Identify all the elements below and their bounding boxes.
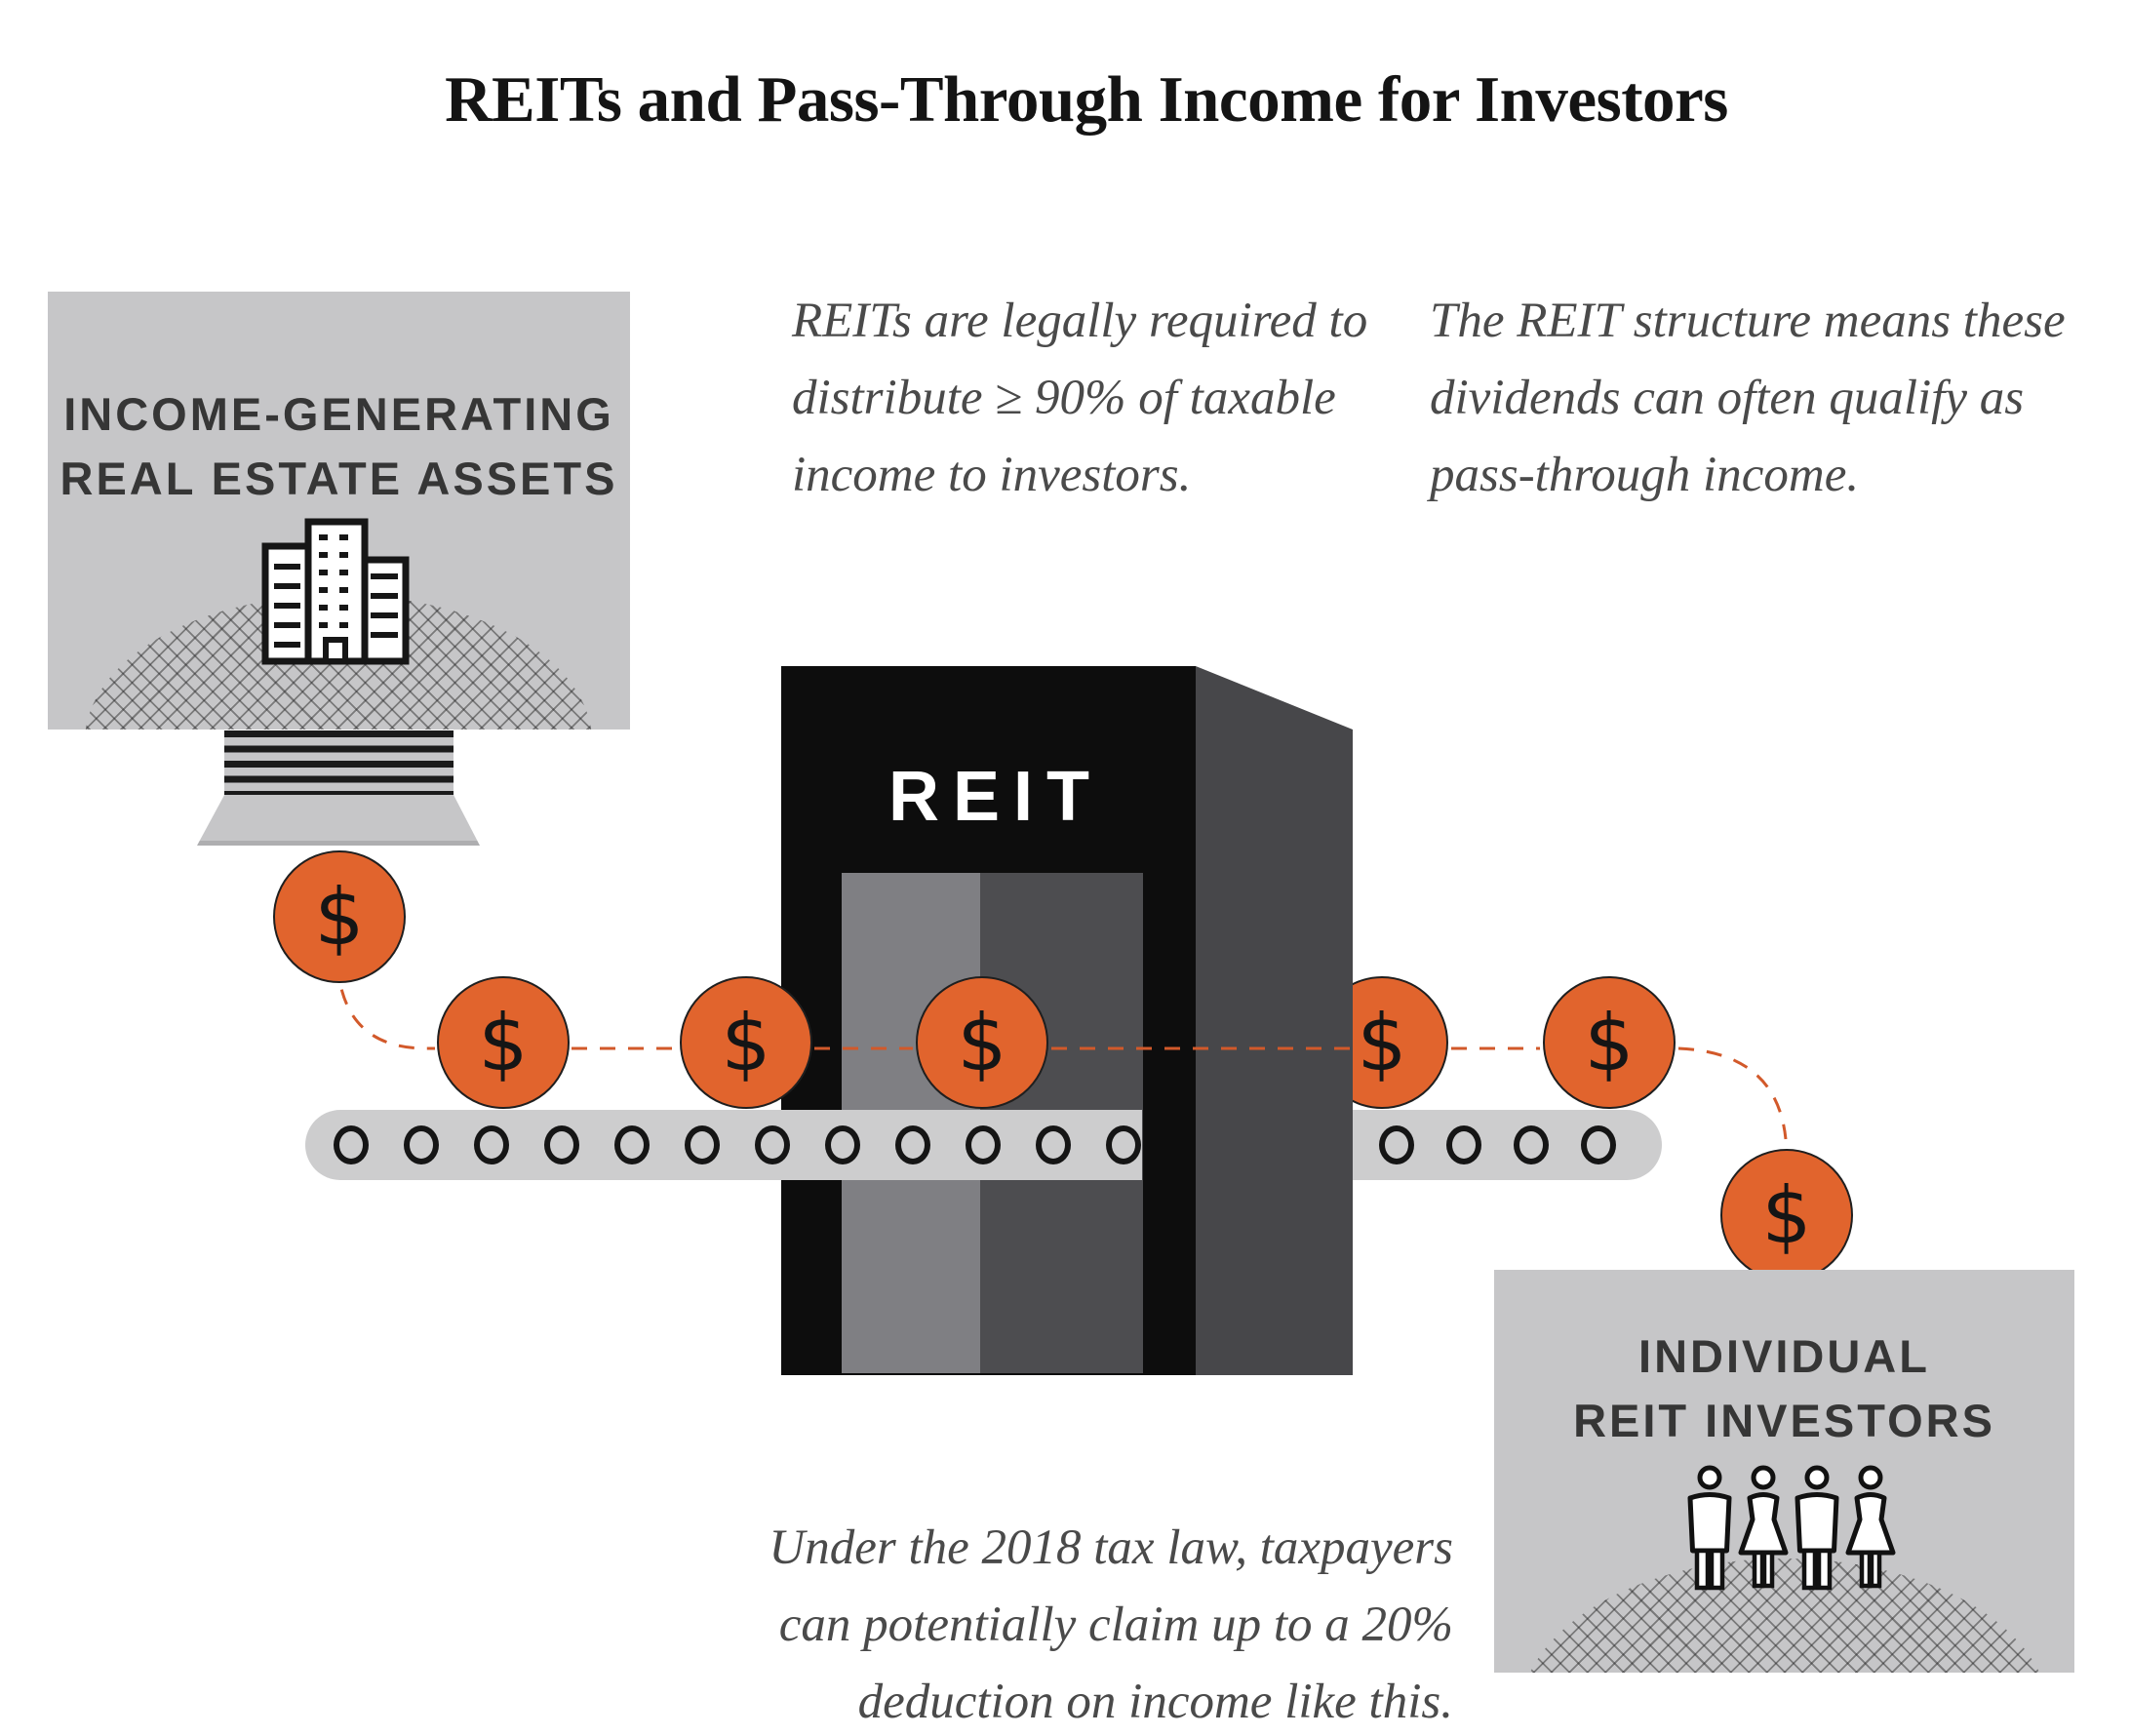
dollar-coin-1: $	[273, 850, 406, 983]
note-deduction: Under the 2018 tax law, taxpayers can po…	[769, 1510, 1453, 1736]
page-title: REITs and Pass-Through Income for Invest…	[445, 63, 1728, 136]
note-distribution-line2: distribute ≥ 90% of taxable	[792, 371, 1336, 425]
assets-box: INCOME-GENERATING REAL ESTATE ASSETS	[48, 292, 630, 730]
conveyor-roller	[685, 1125, 720, 1164]
conveyor-roller	[1106, 1125, 1141, 1164]
conveyor-roller	[1036, 1125, 1071, 1164]
note-deduction-line2: can potentially claim up to a 20%	[778, 1598, 1453, 1652]
buildings-icon	[261, 518, 410, 665]
funnel-striped-band	[224, 730, 454, 795]
note-deduction-line3: deduction on income like this.	[857, 1675, 1453, 1729]
note-qualify-line3: pass-through income.	[1430, 448, 1860, 502]
conveyor-roller	[825, 1125, 860, 1164]
note-distribution-line3: income to investors.	[792, 448, 1192, 502]
dollar-coin-2: $	[437, 976, 570, 1109]
conveyor-roller	[1581, 1125, 1616, 1164]
conveyor-roller	[1446, 1125, 1481, 1164]
conveyor-roller	[544, 1125, 579, 1164]
investors-box-label-line1: INDIVIDUAL	[1638, 1330, 1930, 1382]
reit-building-label: REIT	[888, 758, 1103, 836]
man-icon	[1795, 1465, 1839, 1591]
dollar-coin-6: $	[1543, 976, 1676, 1109]
note-qualify: The REIT structure means these dividends…	[1430, 283, 2066, 514]
dollar-coin-4: $	[916, 976, 1048, 1109]
note-distribution-line1: REITs are legally required to	[792, 294, 1368, 348]
note-distribution: REITs are legally required to distribute…	[792, 283, 1367, 514]
investors-box: INDIVIDUAL REIT INVESTORS	[1494, 1270, 2074, 1673]
woman-icon	[1845, 1465, 1896, 1589]
note-qualify-line1: The REIT structure means these	[1430, 294, 2066, 348]
dollar-coin-7: $	[1720, 1149, 1853, 1282]
assets-box-label: INCOME-GENERATING REAL ESTATE ASSETS	[48, 382, 630, 511]
investors-box-label: INDIVIDUAL REIT INVESTORS	[1494, 1324, 2074, 1453]
conveyor-roller	[404, 1125, 439, 1164]
conveyor-roller	[1514, 1125, 1549, 1164]
conveyor-roller	[966, 1125, 1001, 1164]
assets-box-label-line2: REAL ESTATE ASSETS	[59, 453, 618, 504]
conveyor-roller	[895, 1125, 930, 1164]
conveyor-roller	[1379, 1125, 1414, 1164]
conveyor-roller	[334, 1125, 369, 1164]
conveyor-roller	[474, 1125, 509, 1164]
note-qualify-line2: dividends can often qualify as	[1430, 371, 2025, 425]
assets-box-label-line1: INCOME-GENERATING	[63, 388, 614, 440]
funnel-trapezoid	[197, 795, 480, 846]
dollar-coin-3: $	[680, 976, 812, 1109]
man-icon	[1687, 1465, 1732, 1591]
conveyor-belt-left	[305, 1110, 1142, 1180]
woman-icon	[1738, 1465, 1789, 1589]
investors-box-label-line2: REIT INVESTORS	[1573, 1395, 1995, 1446]
conveyor-roller	[614, 1125, 650, 1164]
reit-building-side	[1196, 666, 1353, 1375]
conveyor-roller	[755, 1125, 790, 1164]
note-deduction-line1: Under the 2018 tax law, taxpayers	[769, 1520, 1453, 1575]
